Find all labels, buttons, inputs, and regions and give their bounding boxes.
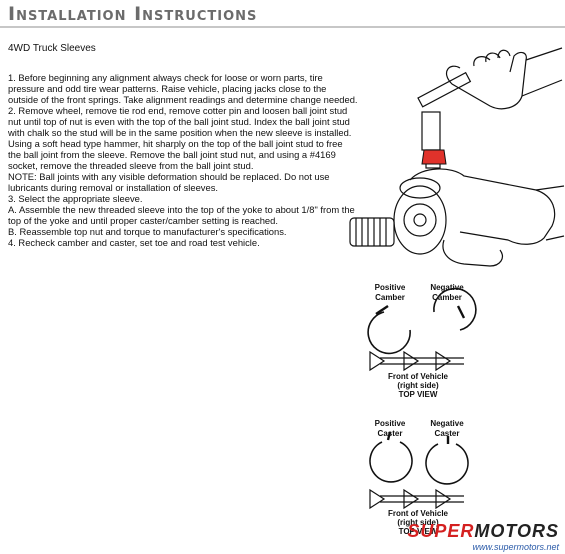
- instruction-step-1: 1. Before beginning any alignment always…: [8, 72, 358, 105]
- camber-caption-2: (right side): [397, 381, 439, 390]
- caster-caption-1: Front of Vehicle: [388, 509, 449, 518]
- instruction-step-4: 4. Recheck camber and caster, set toe an…: [8, 237, 260, 248]
- alignment-illustration: Positive Camber Negative Camber Front of…: [349, 47, 565, 536]
- positive-camber-ring: [367, 311, 411, 355]
- instruction-step-3b: B. Reassemble top nut and torque to manu…: [8, 226, 287, 237]
- instructions-body: 1. Before beginning any alignment always…: [8, 72, 358, 248]
- positive-camber-label-1: Positive: [375, 283, 406, 292]
- instruction-step-3a: A. Assemble the new threaded sleeve into…: [8, 204, 355, 226]
- watermark: SUPERMOTORS www.supermotors.net: [407, 521, 559, 552]
- caster-front-arrow: [369, 488, 464, 510]
- positive-caster-label-1: Positive: [375, 419, 406, 428]
- negative-camber-label-1: Negative: [430, 283, 464, 292]
- watermark-logo: SUPERMOTORS: [407, 521, 559, 542]
- positive-camber-label-2: Camber: [375, 293, 405, 302]
- title-divider: [0, 26, 565, 28]
- caster-caption-2: (right side): [397, 518, 439, 527]
- camber-front-arrow: [369, 350, 464, 372]
- positive-caster-ring: [369, 441, 413, 483]
- instruction-step-3: 3. Select the appropriate sleeve.: [8, 193, 143, 204]
- threaded-sleeve-highlight: [421, 149, 447, 165]
- instruction-note: NOTE: Ball joints with any visible defor…: [8, 171, 330, 193]
- negative-caster-label-1: Negative: [430, 419, 464, 428]
- negative-caster-ring: [425, 443, 469, 485]
- section-subtitle: 4WD Truck Sleeves: [8, 43, 96, 54]
- watermark-logo-super: SUPER: [407, 521, 475, 541]
- camber-caption-3: TOP VIEW: [399, 390, 438, 399]
- page-title: Installation Instructions: [8, 3, 258, 25]
- watermark-logo-motors: MOTORS: [474, 521, 559, 541]
- negative-camber-ring: [433, 287, 477, 331]
- caster-diagram: Positive Caster Negative Caster Front of…: [369, 419, 469, 536]
- instruction-step-2: 2. Remove wheel, remove tie rod end, rem…: [8, 105, 352, 171]
- negative-caster-label-2: Caster: [435, 429, 460, 438]
- watermark-url: www.supermotors.net: [472, 542, 559, 552]
- camber-caption-1: Front of Vehicle: [388, 372, 449, 381]
- caster-caption-3: TOP VIEW: [399, 527, 438, 536]
- negative-camber-label-2: Camber: [432, 293, 462, 302]
- steering-knuckle-illustration: [349, 168, 565, 267]
- camber-diagram: Positive Camber Negative Camber Front of…: [367, 283, 477, 399]
